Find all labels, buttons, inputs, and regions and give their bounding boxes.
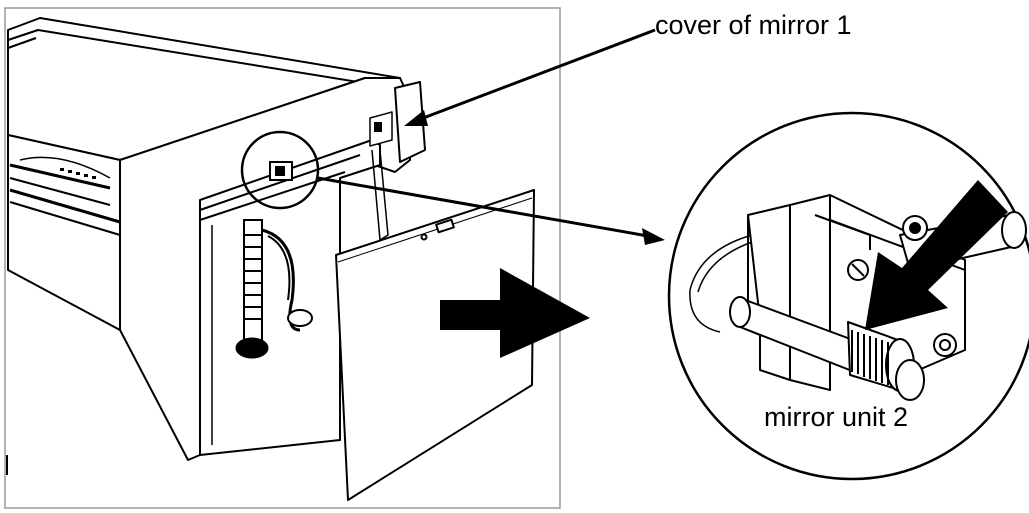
- leader-arrow-detail: [317, 176, 665, 245]
- leader-arrow-cover: [404, 28, 656, 126]
- removal-arrow-icon: [440, 268, 590, 358]
- detail-circle-small: [240, 130, 320, 210]
- label-cover-of-mirror-1: cover of mirror 1: [655, 10, 852, 40]
- detail-view: [667, 111, 1029, 481]
- machine-body: [7, 17, 426, 461]
- inner-cable: [371, 149, 389, 242]
- adjust-arrow-icon: [865, 180, 1008, 330]
- label-mirror-unit-2: mirror unit 2: [764, 402, 909, 432]
- inner-column: [235, 219, 313, 359]
